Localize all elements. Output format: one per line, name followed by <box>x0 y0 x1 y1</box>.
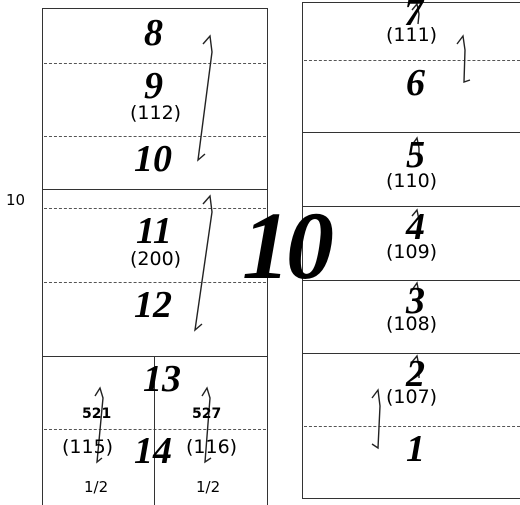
left-divider-9-10 <box>44 136 266 137</box>
floor-13: 13 <box>143 358 181 400</box>
room-109: (109) <box>386 241 438 263</box>
arrow-left-lower <box>194 194 213 332</box>
center-level-label: 10 <box>242 192 334 299</box>
room-108: (108) <box>386 313 438 335</box>
floor-10: 10 <box>134 138 172 180</box>
arrow-111 <box>411 2 420 25</box>
arrow-527 <box>201 386 212 464</box>
share-right: 1/2 <box>196 478 221 496</box>
floor-11: 11 <box>136 210 172 252</box>
floor-5: 5 <box>406 134 425 176</box>
right-divider-6-5 <box>302 132 520 133</box>
floor-4: 4 <box>406 206 425 248</box>
floor-3: 3 <box>406 280 425 322</box>
arrow-108 <box>411 281 420 306</box>
right-divider-4-3 <box>302 280 520 281</box>
left-divider-10-11 <box>42 189 268 190</box>
floor-8: 8 <box>144 12 163 54</box>
arrow-109 <box>411 208 420 232</box>
room-112: (112) <box>130 102 182 124</box>
arrow-right-bottom <box>371 388 381 450</box>
right-divider-5-4 <box>302 206 520 207</box>
left-divider-13-14 <box>44 429 266 430</box>
room-200: (200) <box>130 248 182 270</box>
left-split-line <box>154 356 155 505</box>
room-111: (111) <box>386 24 438 46</box>
right-divider-7-6 <box>304 60 520 61</box>
arrow-521 <box>94 386 104 464</box>
left-divider-8-9 <box>44 63 266 64</box>
right-building-outline <box>302 2 520 499</box>
side-level-label: 10 <box>6 191 26 209</box>
right-divider-2-1 <box>304 426 520 427</box>
floor-6: 6 <box>406 62 425 104</box>
left-divider-12-13 <box>42 356 268 357</box>
arrow-107 <box>411 354 420 378</box>
room-115: (115) <box>62 436 114 458</box>
left-divider-11-12 <box>44 282 266 283</box>
left-divider-side <box>44 208 266 209</box>
floor-1: 1 <box>406 428 425 470</box>
arrow-left-upper <box>197 34 213 162</box>
right-divider-3-2 <box>302 353 520 354</box>
arrow-110 <box>411 136 420 158</box>
floor-12: 12 <box>134 284 172 326</box>
lot-521: 521 <box>82 406 112 422</box>
floor-2: 2 <box>406 353 425 395</box>
arrow-right-top <box>456 34 471 83</box>
floor-14: 14 <box>134 430 172 472</box>
floor-7: 7 <box>404 0 423 34</box>
floor-9: 9 <box>144 65 163 107</box>
room-107: (107) <box>386 386 438 408</box>
left-building-outline <box>42 8 268 505</box>
room-116: (116) <box>186 436 238 458</box>
lot-527: 527 <box>192 406 222 422</box>
room-110: (110) <box>386 170 438 192</box>
share-left: 1/2 <box>84 478 109 496</box>
